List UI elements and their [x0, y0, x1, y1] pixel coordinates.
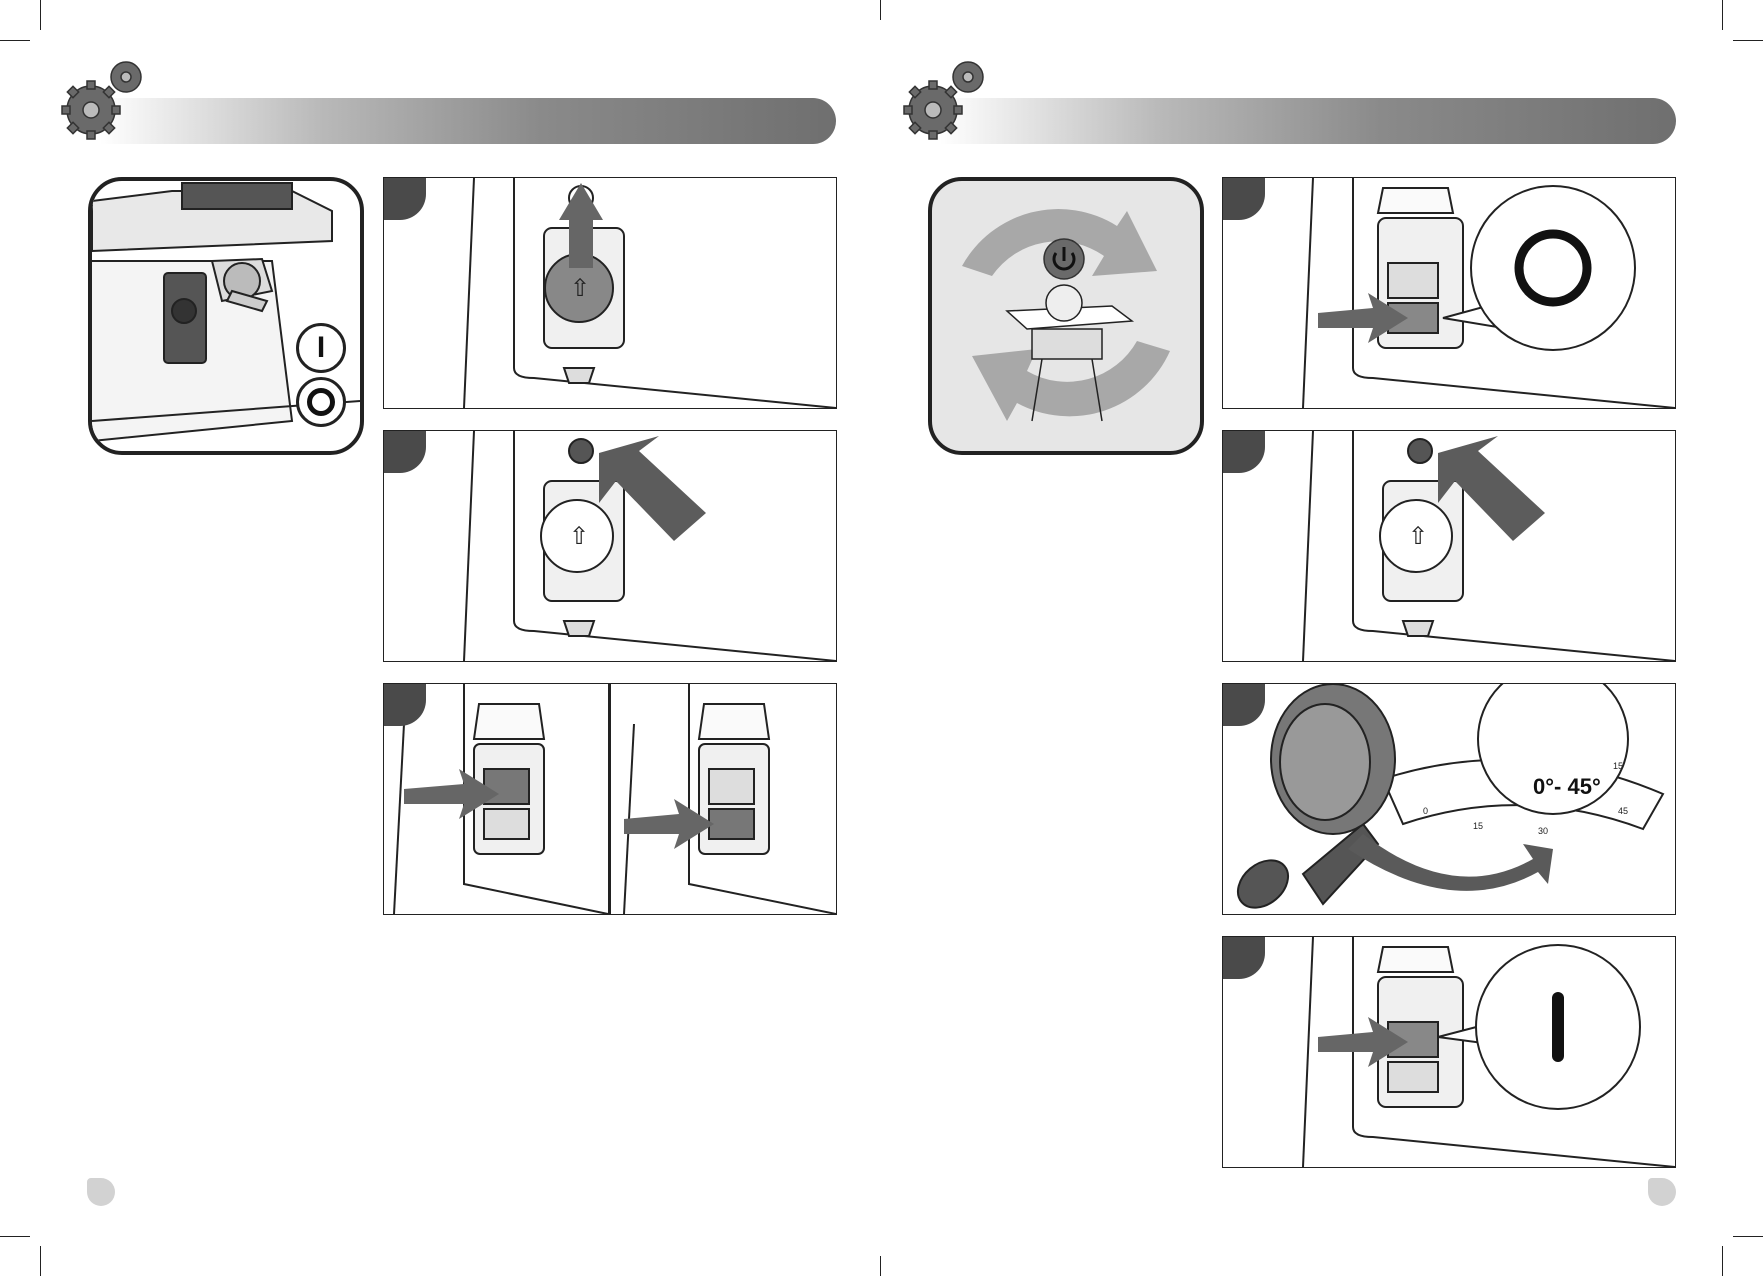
on-symbol-badge: I [296, 323, 346, 373]
section-header-bar [940, 98, 1676, 144]
power-cycle-image [928, 177, 1204, 455]
on-symbol: I [317, 331, 325, 365]
angle-label: 0°- 45° [1533, 774, 1601, 799]
crop-mark [1733, 1236, 1763, 1237]
scale-tick: 45 [1618, 806, 1628, 816]
crop-mark [1722, 1246, 1723, 1276]
arrow-icon: ⇧ [1408, 523, 1428, 550]
scale-tick: 0 [1423, 806, 1428, 816]
step-panel-1: ⇧ [383, 177, 837, 409]
crop-mark [0, 1236, 30, 1237]
page-number-marker [1648, 1178, 1676, 1206]
step-panel-2: ⇧ [383, 430, 837, 662]
arrow-icon: ⇧ [569, 523, 589, 550]
crop-mark [40, 1246, 41, 1276]
step-panel-2: ⇧ [1222, 430, 1676, 662]
gears-icon [900, 55, 996, 145]
scale-tick: 30 [1538, 826, 1548, 836]
gears-icon [58, 55, 154, 145]
scale-tick: 15 [1473, 821, 1483, 831]
arrow-icon: ⇧ [570, 275, 590, 302]
crop-mark [1733, 40, 1763, 41]
off-symbol [307, 388, 335, 416]
step-panel-1 [1222, 177, 1676, 409]
saw-switch-overview-image: I [88, 177, 364, 455]
step-panel-3 [383, 683, 837, 915]
crop-mark [1722, 0, 1723, 30]
step-panel-3: 0°- 45° 0 15 30 45 15 [1222, 683, 1676, 915]
crop-mark [880, 1256, 881, 1276]
crop-mark [40, 0, 41, 30]
page-number-marker [87, 1178, 115, 1206]
off-symbol-badge [296, 377, 346, 427]
crop-mark [880, 0, 881, 20]
scale-tick: 15 [1613, 761, 1623, 771]
step-panel-4: I [1222, 936, 1676, 1168]
panel-divider [608, 684, 611, 914]
section-header-bar [100, 98, 836, 144]
crop-mark [0, 40, 30, 41]
